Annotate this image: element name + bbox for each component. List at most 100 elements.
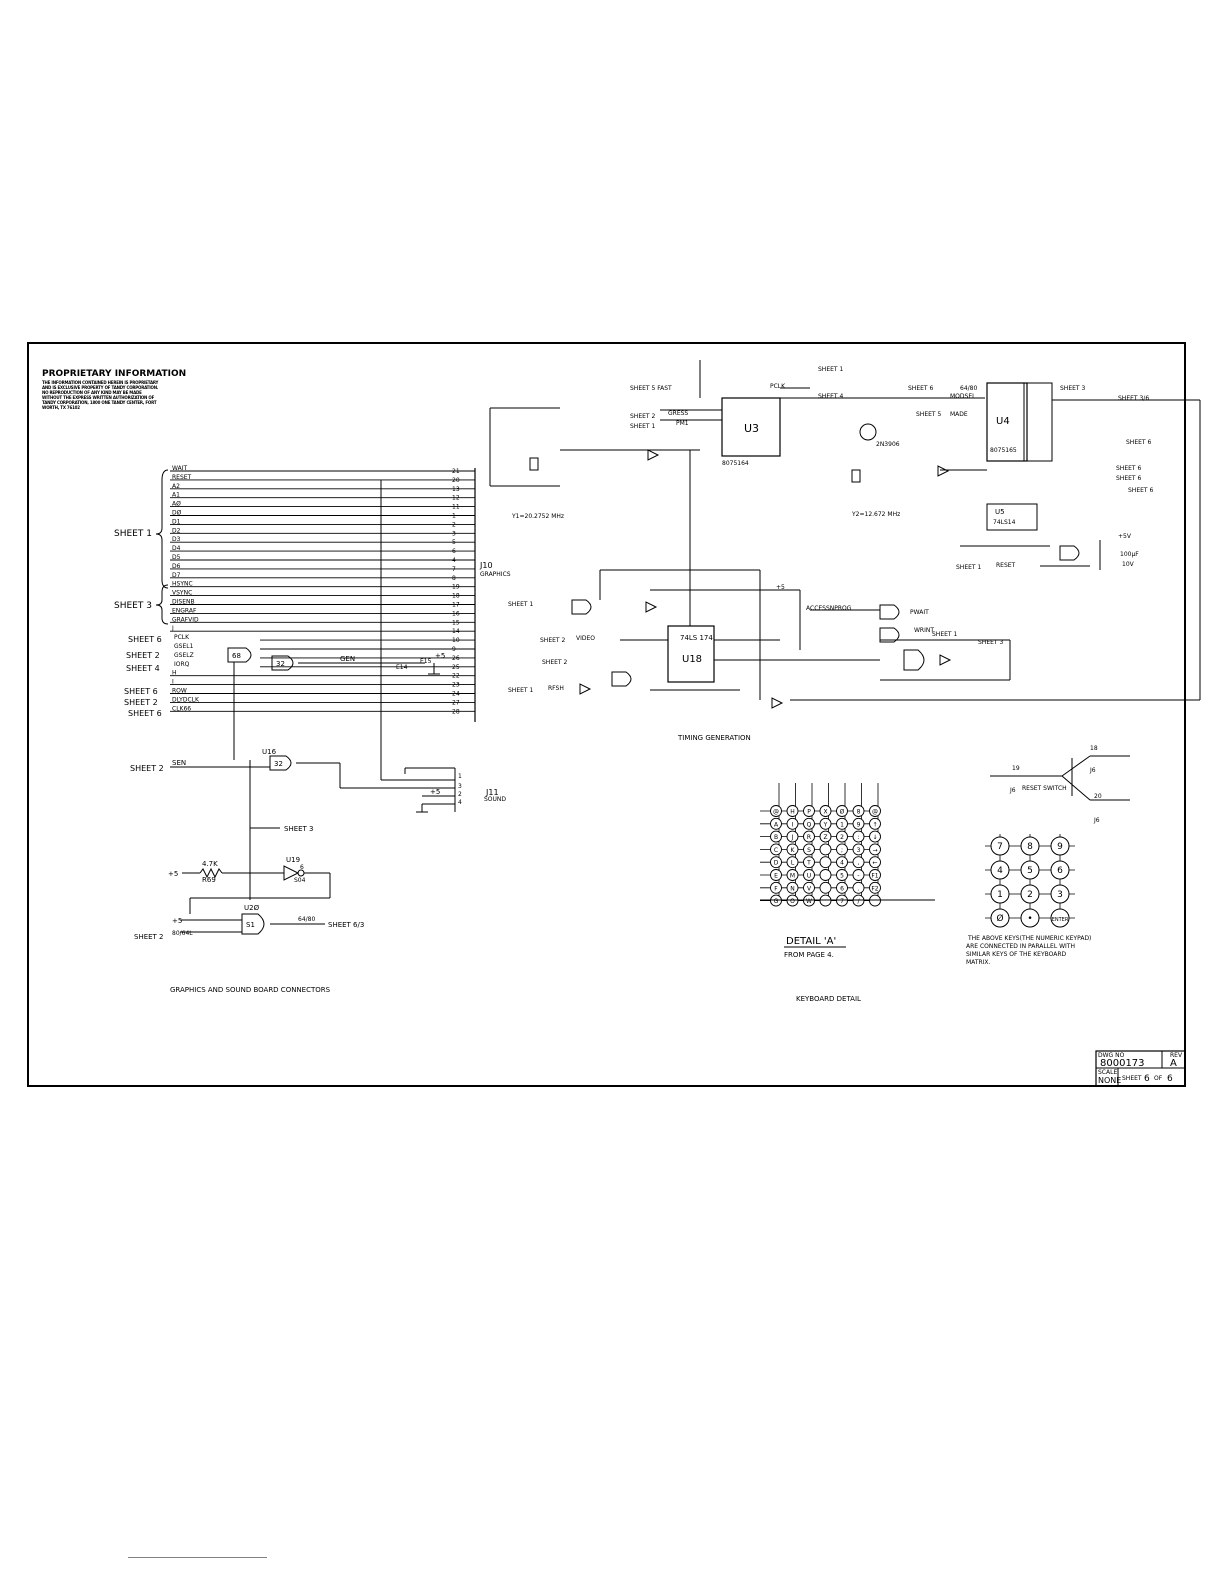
sheet-label: SHEET <box>1122 1075 1142 1082</box>
kb-key <box>786 843 799 856</box>
kb-key-label: S <box>807 847 811 854</box>
sheet3-label: SHEET 3 <box>284 825 314 833</box>
j10-signal: A2 <box>172 483 180 490</box>
j10-pin: 26 <box>452 655 460 662</box>
u16-sen-unit: U16 <box>262 748 277 756</box>
kb-key-label: : <box>857 834 859 841</box>
kb-key <box>869 817 881 830</box>
kb-key-label: 2 <box>840 834 844 841</box>
u20-sheet-out: SHEET 6/3 <box>328 921 364 929</box>
j10-pin: 6 <box>452 548 456 555</box>
u20-name: U2Ø <box>244 904 260 912</box>
u19-type: S04 <box>294 877 306 884</box>
u24-gate <box>1059 545 1080 561</box>
sheet-num: 6 <box>1144 1074 1150 1084</box>
timing-label: PCLK <box>770 383 786 390</box>
kb-key-label: 9 <box>857 821 861 828</box>
j10-signal: ROW <box>172 688 187 695</box>
j10-signal: D2 <box>172 527 181 534</box>
kb-key-label: , <box>858 860 860 867</box>
timing-label: SHEET 6 <box>1116 475 1141 482</box>
timing-label: RFSH <box>548 685 564 692</box>
j10-signal: D6 <box>172 563 181 570</box>
kb-key <box>852 830 865 843</box>
j10-pin: 27 <box>452 699 460 706</box>
j11-pin-b: 3 <box>458 783 462 790</box>
kb-key-label: C <box>774 847 778 854</box>
j10-pin: 8 <box>452 575 456 582</box>
u19-pin: 6 <box>300 864 304 871</box>
u16-gate-68 <box>227 647 252 663</box>
title-block: DWG NO 8000173 REV A SCALE NONE SHEET 6 … <box>1095 1050 1186 1087</box>
u19-buffer-timing <box>645 601 658 613</box>
j10-signal: D1 <box>172 518 181 525</box>
kb-key <box>869 869 881 881</box>
kb-key-label: F2 <box>871 885 878 892</box>
j11-pin-c: 2 <box>458 791 462 798</box>
proprietary-block: PROPRIETARY INFORMATION THE INFORMATION … <box>42 369 186 410</box>
kb-key-label: 1 <box>840 821 844 828</box>
j10-signal: CLK66 <box>172 705 191 712</box>
kb-key <box>819 805 832 817</box>
sheet-total: 6 <box>1167 1074 1173 1084</box>
j10-pin: 15 <box>452 619 460 626</box>
timing-label: SHEET 6 <box>1128 487 1153 494</box>
timing-label: SHEET 3 <box>1060 385 1085 392</box>
numpad-key <box>990 836 1010 856</box>
kb-key <box>803 881 815 894</box>
timing-label: GRESS <box>668 410 688 417</box>
kb-key-label: V <box>807 885 812 892</box>
kb-key-label: X <box>823 809 827 816</box>
u17-buffer <box>647 449 660 461</box>
j10-pin: 9 <box>452 646 456 653</box>
kb-key <box>819 856 832 869</box>
j10-pin: 7 <box>452 566 456 573</box>
kb-key-label: G <box>774 898 779 905</box>
kb-key-label: F1 <box>871 873 878 880</box>
j10-signal: A1 <box>172 492 180 499</box>
kb-key-label: R <box>807 834 811 841</box>
scale-label: SCALE <box>1098 1069 1117 1076</box>
u4-pinblock <box>1023 382 1053 462</box>
j10-signal: D7 <box>172 572 181 579</box>
j10-pin: 16 <box>452 610 460 617</box>
timing-label: SHEET 4 <box>818 393 843 400</box>
timing-label: PM1 <box>676 420 689 427</box>
u4-name: U4 <box>996 416 1010 427</box>
j10-pin: 24 <box>452 691 460 698</box>
kb-key-label: 8 <box>857 809 861 816</box>
numpad-key-label: 9 <box>1057 842 1063 852</box>
j10-signal: D4 <box>172 545 181 552</box>
j10-signal: VSYNC <box>172 590 192 597</box>
kb-key-label: B <box>774 834 778 841</box>
kb-key-label: ; <box>841 847 843 854</box>
j10-signal: ENGRAF <box>172 607 197 614</box>
u18-chip <box>667 625 715 683</box>
j10-signal: PCLK <box>174 634 190 641</box>
kb-key <box>819 843 832 856</box>
timing-generation: U3 8075164 U4 8075165 U5 74LS14 74LS 174… <box>489 360 1201 742</box>
kb-key-label: K <box>791 847 796 854</box>
kb-key <box>852 817 865 830</box>
kb-key <box>770 843 782 856</box>
u12-gate <box>611 671 632 687</box>
j10-pin: 13 <box>452 486 460 493</box>
group-sheet4: SHEET 4 <box>126 664 160 673</box>
numpad-key <box>990 884 1010 904</box>
timing-label: SHEET 5 <box>916 411 941 418</box>
j10-signal: D5 <box>172 554 181 561</box>
u32-gate <box>571 599 592 615</box>
j10-pin: 2 <box>452 521 456 528</box>
timing-label: SHEET 3/6 <box>1118 395 1149 402</box>
j10-label: GRAPHICS <box>480 571 511 578</box>
sen-sheet: SHEET 2 <box>130 764 164 773</box>
e14-label: E14 <box>396 664 408 671</box>
kb-key <box>836 869 848 881</box>
kb-key-label: 3 <box>857 847 861 854</box>
kb-key-label: 6 <box>840 885 844 892</box>
j10-signal: GSELZ <box>174 652 194 659</box>
u20-type: S1 <box>246 921 255 929</box>
group-sheet1: SHEET 1 <box>114 529 152 539</box>
kb-key <box>852 869 865 881</box>
kb-key <box>803 843 815 856</box>
